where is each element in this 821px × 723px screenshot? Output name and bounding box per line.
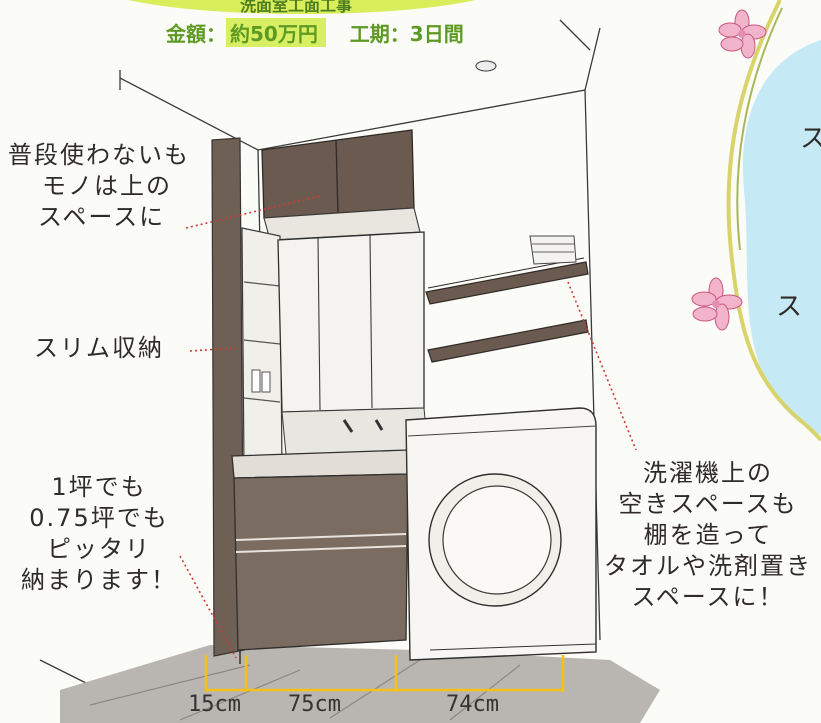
dimension-74cm: 74cm [446, 692, 499, 717]
slim-storage [241, 227, 283, 471]
right-fragment-1: ス [800, 124, 821, 154]
right-fragment-2: ス [776, 292, 805, 322]
leader-lines [179, 195, 637, 659]
dimension-15cm: 15cm [188, 692, 241, 717]
flower-icon [691, 277, 743, 331]
separator: ： [206, 22, 226, 46]
note-line: ピッタリ [47, 535, 151, 563]
upper-cabinet [261, 129, 421, 241]
note-line: スペースに！ [631, 583, 785, 611]
flower-icon [718, 9, 767, 59]
note-shelf: 洗濯機上の 空きスペースも 棚を造って タオルや洗剤置き スペースに！ [600, 458, 816, 613]
note-line: 普段使わないも [8, 141, 190, 169]
note-line: 棚を造って [643, 521, 773, 549]
dimension-lines [204, 655, 565, 692]
separator: ： [389, 22, 410, 46]
note-line: 納まります！ [21, 566, 177, 594]
right-panel [726, 0, 821, 442]
note-line: 0.75坪でも [29, 504, 169, 532]
ceiling-light [475, 60, 497, 72]
amount-label: 金額 [166, 22, 206, 46]
note-fit: 1坪でも 0.75坪でも ピッタリ 納まります！ [14, 472, 184, 596]
note-line: 1坪でも [51, 473, 147, 501]
note-line: モノは上の [42, 172, 172, 200]
laundry-shelves [425, 235, 589, 363]
note-line: スペースに [38, 203, 166, 231]
note-line: タオルや洗剤置き [604, 552, 812, 580]
amount-value: 約50万円 [226, 18, 326, 47]
washing-machine [405, 407, 597, 661]
floor [60, 645, 660, 723]
header-cost-line: 金額：約50万円 工期：3日間 [166, 18, 464, 47]
period-value: 3日間 [409, 22, 464, 46]
note-top-storage: 普段使わないも モノは上の スペースに [8, 140, 190, 233]
vanity [231, 449, 409, 664]
period-label: 工期 [349, 22, 390, 46]
note-line: 洗濯機上の [643, 459, 773, 487]
note-line: 空きスペースも [618, 490, 798, 518]
dimension-75cm: 75cm [288, 692, 341, 717]
mirror-cabinet [277, 231, 429, 455]
note-slim-storage: スリム収納 [34, 334, 164, 362]
header-title: 洗面室工面工事 [240, 0, 353, 15]
